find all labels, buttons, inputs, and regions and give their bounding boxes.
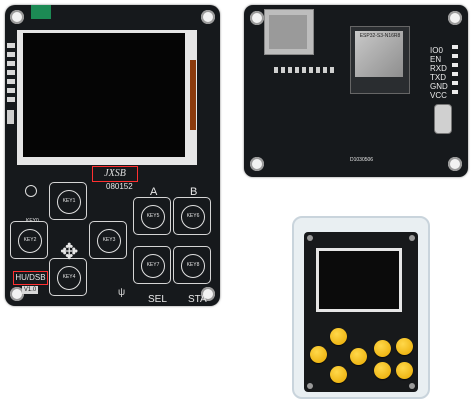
- key-b: KEY6: [173, 197, 211, 235]
- front-board-photo: JXSB 080152 KEY0 A B SEL STA KEY1 KEY2 K…: [5, 5, 220, 306]
- pin-label: VCC: [430, 91, 447, 100]
- pin-label: TXD: [430, 73, 446, 82]
- component-row: [274, 67, 334, 73]
- screw: [409, 235, 415, 241]
- key-cap: KEY7: [141, 254, 165, 278]
- button-a-label: A: [150, 186, 158, 198]
- board-code: D1030506: [350, 157, 374, 163]
- dpad-arrows-icon: ✥: [60, 239, 79, 264]
- silkscreen-logo: JXSB: [92, 166, 138, 182]
- power-icon: [25, 185, 37, 197]
- key-cap: KEY8: [181, 254, 205, 278]
- version-badge: HU/DSB: [13, 271, 48, 285]
- yellow-button: [374, 362, 391, 379]
- button-b-label: B: [190, 186, 198, 198]
- esp32-module: ESP32-S3-N16R8: [350, 26, 410, 94]
- yellow-button: [330, 366, 347, 383]
- key-cap: KEY1: [57, 190, 81, 214]
- green-connector: [31, 5, 51, 19]
- acrylic-case-photo: [292, 216, 430, 399]
- pin-label: RXD: [430, 64, 447, 73]
- module-label: ESP32-S3-N16R8: [359, 33, 401, 39]
- microphone-icon: ψ: [118, 287, 126, 298]
- yellow-button: [396, 338, 413, 355]
- pin-label: GND: [430, 82, 448, 91]
- mount-hole: [250, 11, 264, 25]
- yellow-button: [396, 362, 413, 379]
- screw: [307, 235, 313, 241]
- cased-lcd-screen: [316, 248, 402, 312]
- screw: [307, 383, 313, 389]
- mount-hole: [201, 10, 215, 24]
- key-cap: KEY3: [97, 229, 121, 253]
- key-cap: KEY2: [18, 229, 42, 253]
- key-left: KEY2: [10, 221, 48, 259]
- mount-hole: [10, 10, 24, 24]
- mount-hole: [250, 157, 264, 171]
- screw: [409, 383, 415, 389]
- mount-hole: [448, 157, 462, 171]
- key-cap: KEY5: [141, 205, 165, 229]
- serial-number: 080152: [106, 182, 133, 191]
- yellow-button: [310, 346, 327, 363]
- key-up: KEY1: [49, 182, 87, 220]
- key-down: KEY4: [49, 258, 87, 296]
- yellow-button: [330, 328, 347, 345]
- key-right: KEY3: [89, 221, 127, 259]
- key-start: KEY8: [173, 246, 211, 284]
- key-cap: KEY4: [57, 266, 81, 290]
- lcd-flex-cable: [190, 60, 196, 130]
- key-select: KEY7: [133, 246, 171, 284]
- module-shield: ESP32-S3-N16R8: [355, 31, 403, 77]
- version-sub-badge: V1.0: [22, 286, 38, 294]
- yellow-button: [374, 340, 391, 357]
- header-pins: [7, 43, 15, 103]
- pin-label: EN: [430, 55, 442, 64]
- sd-card: [269, 15, 307, 49]
- mount-hole: [201, 287, 215, 301]
- mount-hole: [10, 287, 24, 301]
- cased-board: [304, 232, 418, 392]
- back-board-photo: ESP32-S3-N16R8 IO0 EN RXD TXD GND VCC D1…: [244, 5, 468, 177]
- pin-label: IO0: [430, 46, 443, 55]
- start-label: STA: [188, 294, 207, 305]
- mount-hole: [448, 11, 462, 25]
- lcd-screen: [23, 33, 185, 157]
- usb-c-port: [434, 104, 452, 134]
- side-switch: [7, 110, 14, 124]
- key-a: KEY5: [133, 197, 171, 235]
- yellow-button: [350, 348, 367, 365]
- select-label: SEL: [148, 294, 167, 305]
- key-cap: KEY6: [181, 205, 205, 229]
- header-pins: [452, 45, 458, 97]
